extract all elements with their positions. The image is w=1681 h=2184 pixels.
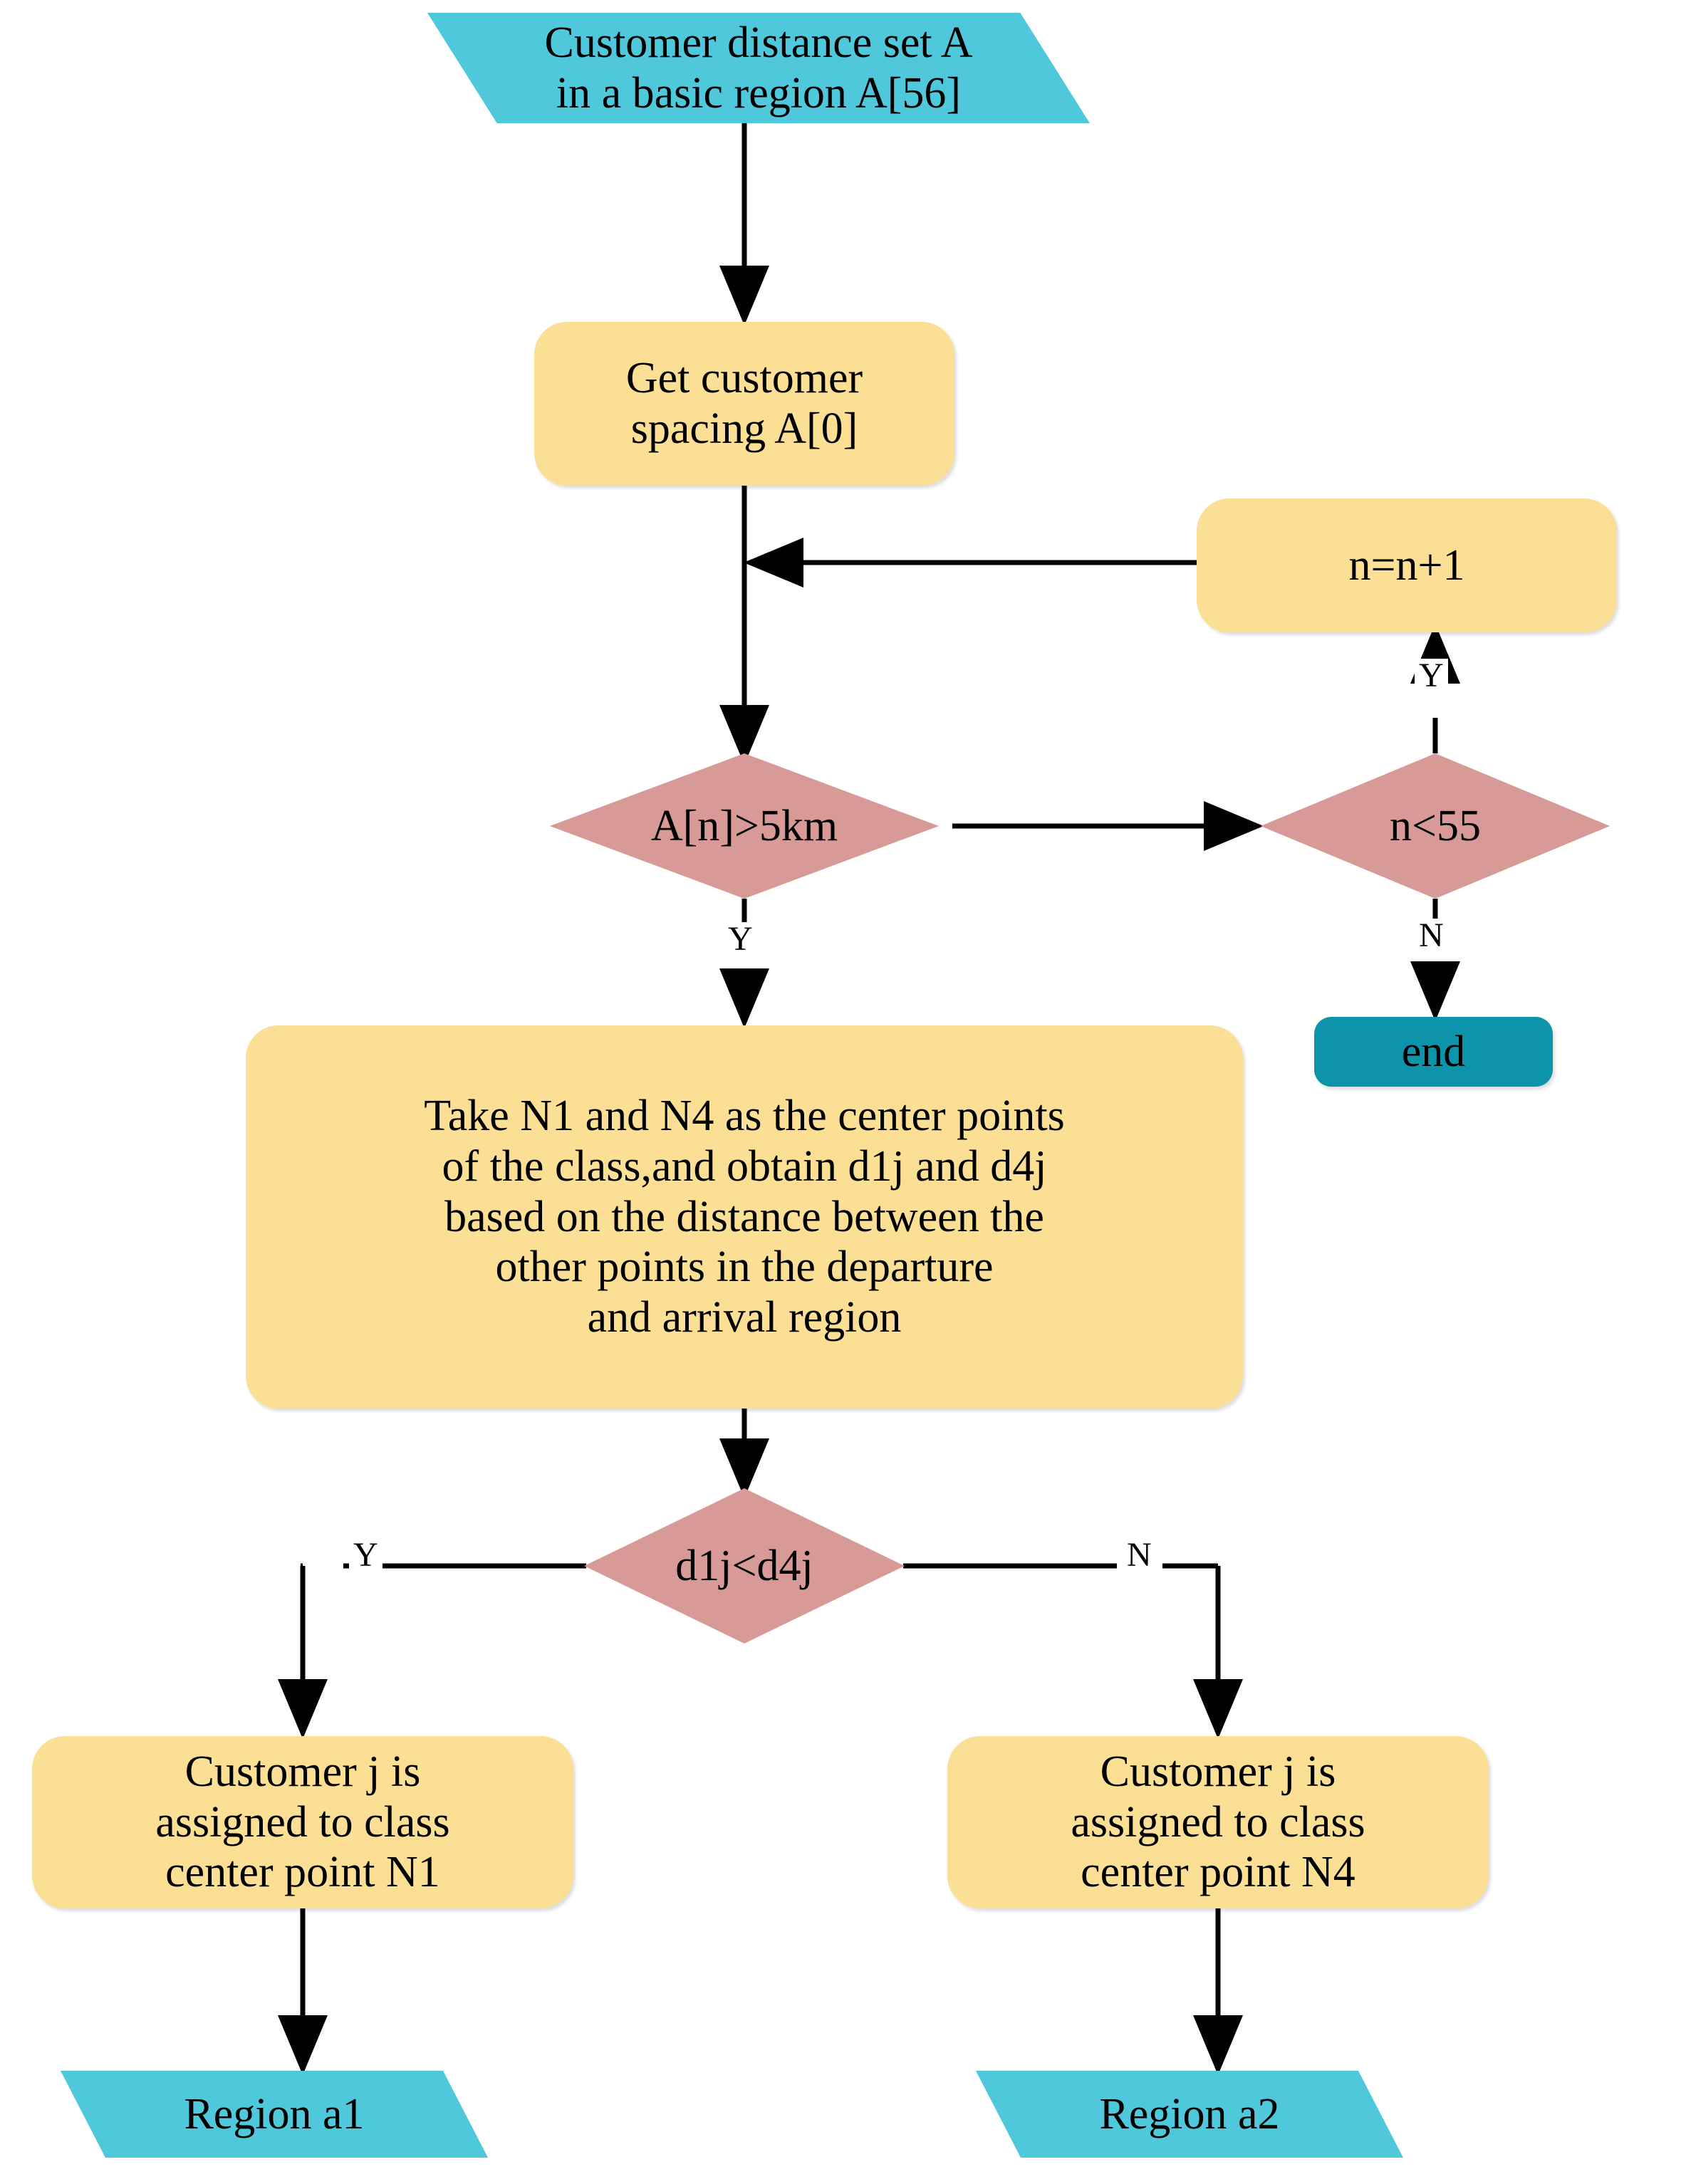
edge-label-compare-no: N [1123, 1538, 1156, 1572]
node-region-a2[interactable]: Region a2 [976, 2071, 1403, 2158]
node-end-label: end [1401, 1027, 1466, 1076]
node-region-a1-label: Region a1 [184, 2089, 365, 2138]
node-assign-n4[interactable]: Customer j is assigned to class center p… [947, 1736, 1489, 1908]
node-take-centers[interactable]: Take N1 and N4 as the center points of t… [246, 1025, 1243, 1409]
node-increment-label: n=n+1 [1348, 540, 1465, 590]
edge-label-compare-yes: Y [349, 1538, 382, 1572]
edge-label-loop-check-no: N [1415, 919, 1448, 953]
node-dist-check[interactable]: A[n]>5km [550, 753, 939, 899]
region-a2-shape [976, 2071, 1403, 2158]
node-dist-check-label: A[n]>5km [650, 801, 838, 850]
node-region-a1[interactable]: Region a1 [61, 2071, 488, 2158]
node-start[interactable]: Customer distance set A in a basic regio… [427, 13, 1090, 123]
node-compare-d[interactable]: d1j<d4j [584, 1488, 905, 1644]
node-assign-n4-label: Customer j is assigned to class center p… [1071, 1747, 1365, 1897]
node-loop-check[interactable]: n<55 [1261, 753, 1610, 899]
node-assign-n1[interactable]: Customer j is assigned to class center p… [32, 1736, 573, 1908]
node-region-a2-label: Region a2 [1099, 2089, 1280, 2138]
node-compare-d-label: d1j<d4j [675, 1541, 813, 1590]
node-get-spacing-label: Get customer spacing A[0] [625, 354, 863, 453]
region-a1-shape [61, 2071, 488, 2158]
node-get-spacing[interactable]: Get customer spacing A[0] [534, 322, 954, 486]
node-end[interactable]: end [1314, 1017, 1553, 1087]
node-loop-check-label: n<55 [1390, 801, 1481, 850]
node-start-label: Customer distance set A in a basic regio… [544, 18, 973, 117]
node-increment[interactable]: n=n+1 [1197, 498, 1617, 632]
node-take-centers-label: Take N1 and N4 as the center points of t… [424, 1092, 1065, 1342]
edge-label-loop-check-yes: Y [1415, 659, 1448, 693]
edge-label-dist-check-yes: Y [724, 922, 757, 956]
start-shape [427, 13, 1090, 123]
node-assign-n1-label: Customer j is assigned to class center p… [155, 1747, 450, 1897]
